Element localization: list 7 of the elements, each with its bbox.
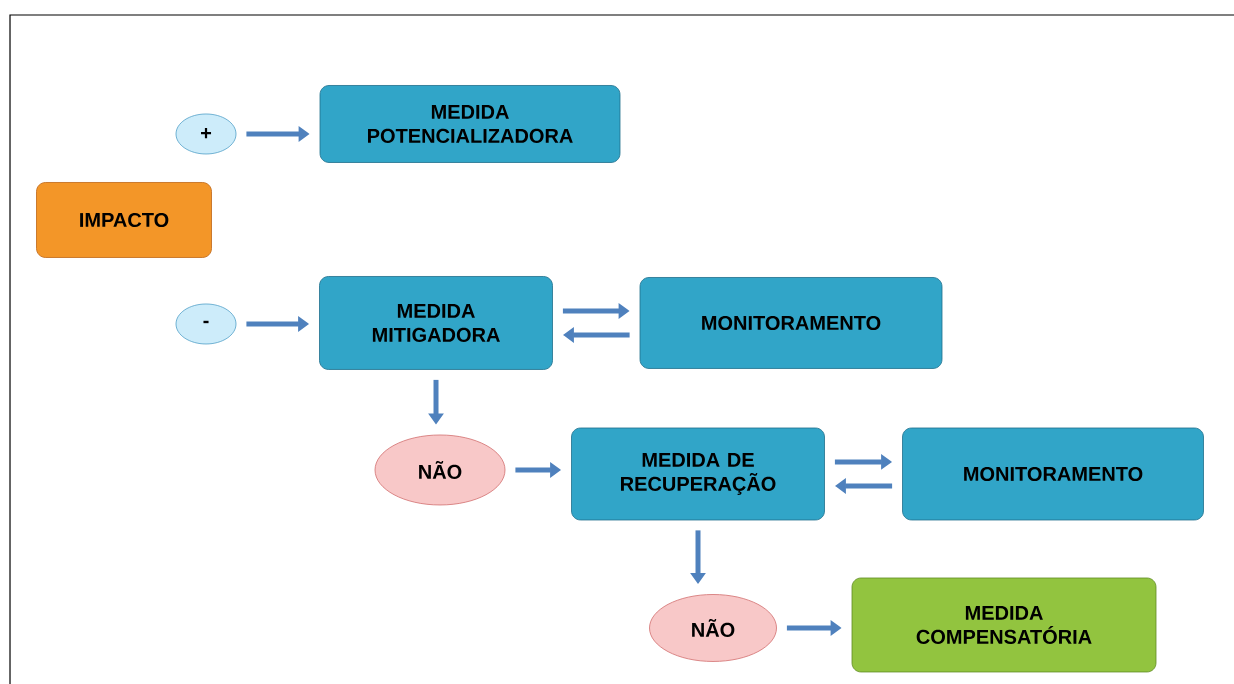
process-box: MONITORAMENTO <box>902 427 1204 521</box>
process-box: MEDIDA DE RECUPERAÇÃO <box>571 427 825 521</box>
process-box: MONITORAMENTO <box>639 277 943 369</box>
process-box: MEDIDA POTENCIALIZADORA <box>319 85 621 163</box>
process-box: MEDIDA MITIGADORA <box>319 276 553 370</box>
process-box: MEDIDA COMPENSATÓRIA <box>851 577 1157 673</box>
impact-box: IMPACTO <box>36 182 212 258</box>
